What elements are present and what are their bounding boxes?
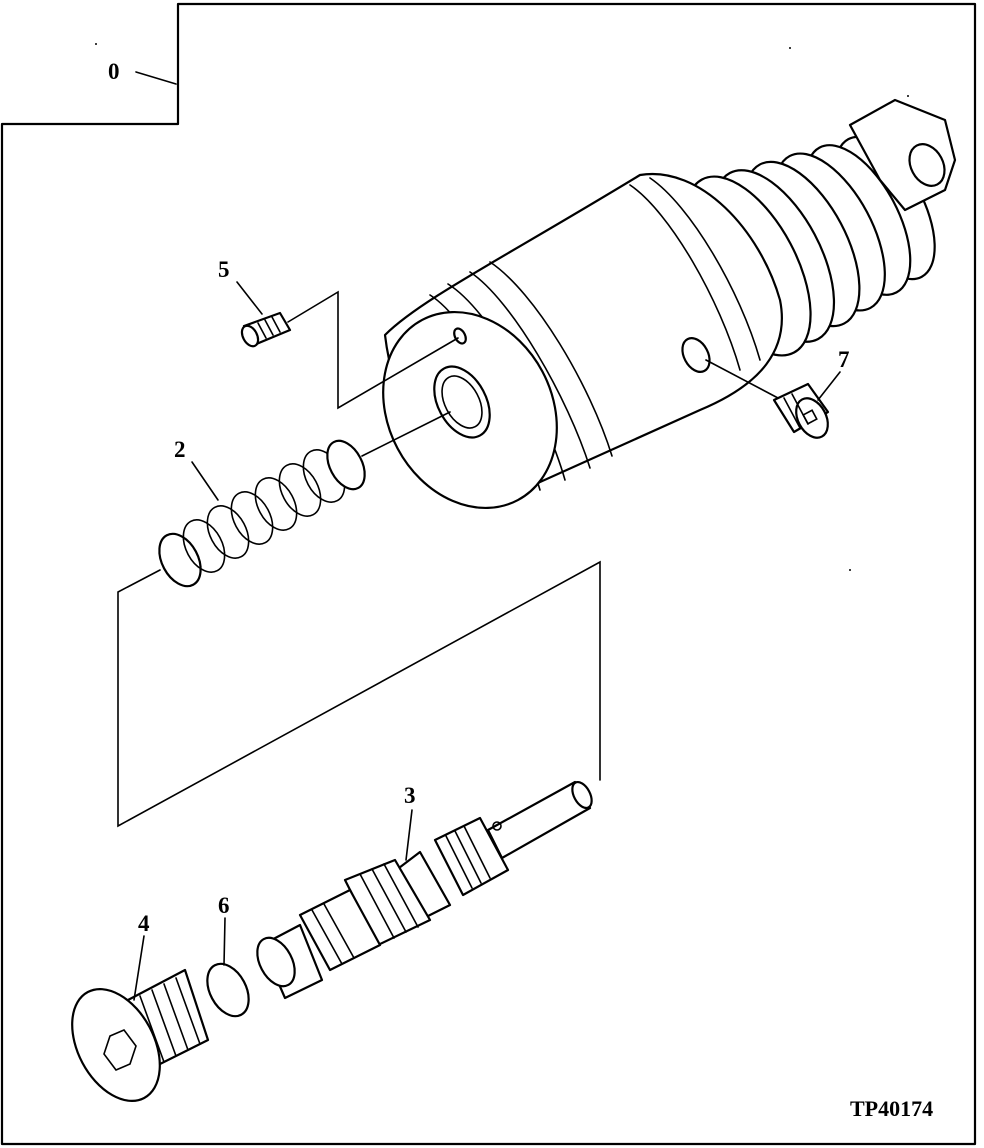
side-plug bbox=[772, 382, 830, 439]
alignment-line-side-plug bbox=[705, 359, 779, 399]
speck bbox=[789, 47, 791, 49]
leader-3 bbox=[405, 809, 413, 861]
callout-7: 7 bbox=[838, 347, 850, 372]
leader-4 bbox=[133, 935, 145, 1001]
housing-groove-5 bbox=[629, 184, 741, 371]
speck bbox=[907, 95, 909, 97]
callout-5: 5 bbox=[218, 257, 230, 282]
housing-threaded-bore bbox=[433, 365, 491, 439]
housing-face-hole bbox=[453, 327, 467, 345]
housing-groove-6 bbox=[649, 177, 761, 361]
callout-3: 3 bbox=[404, 783, 416, 808]
spool bbox=[256, 780, 593, 1000]
leader-7 bbox=[817, 371, 841, 401]
hex-socket-icon bbox=[103, 1029, 137, 1071]
leader-0 bbox=[135, 71, 177, 85]
leader-2 bbox=[191, 461, 219, 501]
valve-housing bbox=[382, 98, 957, 510]
hex-socket-plug bbox=[71, 968, 210, 1102]
alignment-line-set-screw bbox=[287, 290, 459, 410]
figure-id: TP40174 bbox=[850, 1096, 934, 1121]
alignment-line-spring bbox=[361, 411, 451, 457]
set-screw bbox=[240, 311, 292, 348]
callout-0: 0 bbox=[108, 59, 120, 84]
housing-clevis-eye bbox=[848, 98, 957, 212]
speck bbox=[95, 43, 97, 45]
alignment-line-spool bbox=[117, 560, 601, 828]
housing-groove-4 bbox=[489, 261, 613, 457]
leader-6 bbox=[223, 917, 226, 966]
leader-5 bbox=[236, 281, 263, 315]
housing-bore-thread bbox=[441, 375, 483, 429]
spring bbox=[158, 439, 366, 588]
housing-groove-3 bbox=[469, 271, 591, 469]
o-ring bbox=[206, 962, 250, 1018]
callout-4: 4 bbox=[138, 911, 150, 936]
callout-6: 6 bbox=[218, 893, 230, 918]
speck bbox=[849, 569, 851, 571]
housing-side-port bbox=[681, 337, 711, 373]
callout-2: 2 bbox=[174, 437, 186, 462]
